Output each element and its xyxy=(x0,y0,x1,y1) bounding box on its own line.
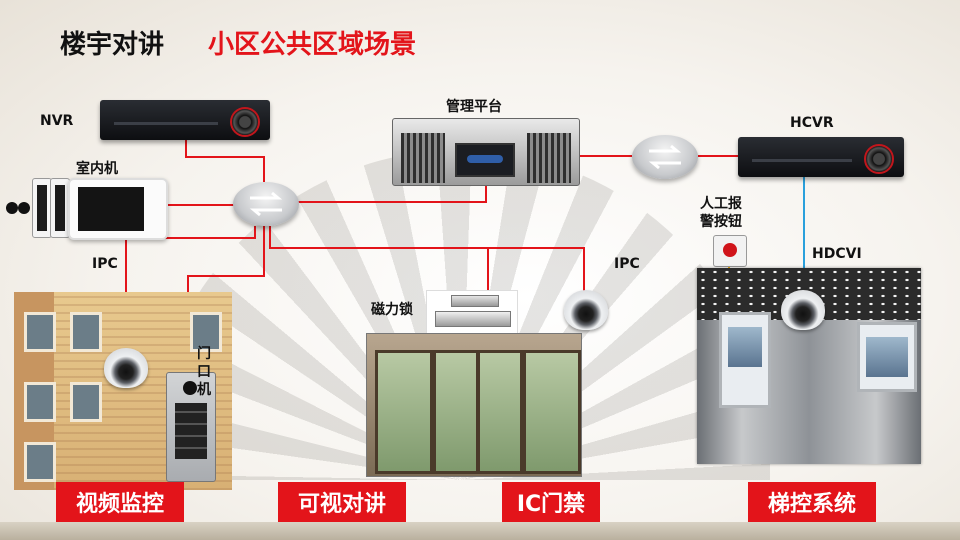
nvr-device xyxy=(100,100,270,140)
hcvr-label: HCVR xyxy=(790,115,834,131)
caption-video-intercom: 可视对讲 xyxy=(278,482,406,522)
caption-video-surveillance: 视频监控 xyxy=(56,482,184,522)
network-switch-right xyxy=(632,135,698,179)
link-nvr-switch xyxy=(185,138,265,182)
ipc-camera-left xyxy=(104,348,148,388)
door-station-label: 门口机 xyxy=(197,346,211,398)
caption-ic-access: IC门禁 xyxy=(502,482,600,522)
network-switch-left xyxy=(233,182,299,226)
bottom-bar xyxy=(0,522,960,540)
alarm-button-label: 人工报警按钮 xyxy=(700,196,742,230)
door-station-device xyxy=(166,372,216,482)
ipc-right-label: IPC xyxy=(614,256,640,272)
platform-server xyxy=(392,118,580,186)
ipc-camera-right xyxy=(564,290,608,330)
mag-lock-device xyxy=(426,290,518,338)
caption-elevator-control: 梯控系统 xyxy=(748,482,876,522)
indoor-panel-1 xyxy=(32,178,52,238)
power-knob-icon xyxy=(230,107,260,137)
more-dot-1 xyxy=(6,202,18,214)
page-title: 小区公共区域场景 xyxy=(208,30,417,60)
glass-door-photo xyxy=(366,333,582,477)
alarm-button-icon xyxy=(713,235,747,267)
switch-arrows-icon xyxy=(249,191,283,217)
title-prefix: 楼宇对讲 xyxy=(60,30,165,60)
indoor-panel-2 xyxy=(50,178,70,238)
more-dot-2 xyxy=(18,202,30,214)
switch-arrows-icon xyxy=(648,144,682,170)
hcvr-device xyxy=(738,137,904,177)
mag-lock-label: 磁力锁 xyxy=(371,302,413,318)
indoor-monitor xyxy=(68,178,168,240)
indoor-unit-label: 室内机 xyxy=(76,161,118,177)
hdcvi-camera xyxy=(781,290,825,330)
nvr-label: NVR xyxy=(40,113,74,129)
link-switch-platform xyxy=(298,186,487,203)
platform-label: 管理平台 xyxy=(446,99,502,115)
link-switch-bus xyxy=(269,226,585,292)
hdcvi-label: HDCVI xyxy=(812,246,862,262)
ipc-left-label: IPC xyxy=(92,256,118,272)
power-knob-icon xyxy=(864,144,894,174)
